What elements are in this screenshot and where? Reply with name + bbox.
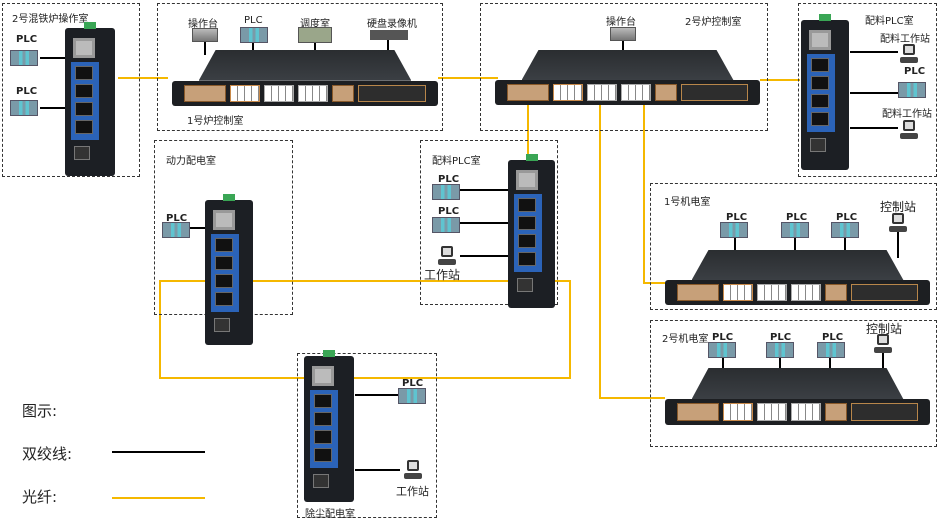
plc-icon[interactable] bbox=[898, 82, 926, 98]
room-label: 1号炉控制室 bbox=[187, 116, 244, 127]
plc-label: PLC bbox=[438, 174, 460, 185]
room-label: 除尘配电室 bbox=[305, 509, 355, 520]
room-batch-plc-mid bbox=[420, 140, 558, 305]
plc-label: PLC bbox=[904, 66, 926, 77]
industrial-switch[interactable] bbox=[508, 154, 555, 308]
control-station-label: 控制站 bbox=[880, 200, 917, 214]
plc-label: PLC bbox=[712, 332, 734, 343]
room-label: 配料PLC室 bbox=[865, 16, 914, 27]
console-icon[interactable] bbox=[192, 28, 218, 42]
workstation-icon[interactable] bbox=[438, 246, 456, 266]
plc-icon[interactable] bbox=[831, 222, 859, 238]
workstation-icon[interactable] bbox=[900, 44, 918, 64]
plc-icon[interactable] bbox=[240, 27, 268, 43]
fiber-links bbox=[118, 77, 800, 399]
plc-icon[interactable] bbox=[781, 222, 809, 238]
console-label: 操作台 bbox=[188, 19, 218, 30]
room-label: 1号机电室 bbox=[664, 197, 711, 208]
plc-label: PLC bbox=[402, 378, 424, 389]
industrial-switch[interactable] bbox=[304, 350, 354, 502]
access-switch-2[interactable] bbox=[665, 368, 930, 425]
plc-label: PLC bbox=[770, 332, 792, 343]
access-switch-1[interactable] bbox=[665, 250, 930, 305]
plc-icon[interactable] bbox=[708, 342, 736, 358]
plc-label: PLC bbox=[822, 332, 844, 343]
room-blast-furnace-op bbox=[2, 3, 140, 177]
dispatch-label: 调度室 bbox=[300, 19, 330, 30]
room-label: 配料PLC室 bbox=[432, 156, 481, 167]
control-station-label: 控制站 bbox=[866, 322, 903, 336]
plc-label: PLC bbox=[244, 15, 263, 26]
plc-icon[interactable] bbox=[162, 222, 190, 238]
plc-label: PLC bbox=[438, 206, 460, 217]
workstation-label: 工作站 bbox=[396, 485, 429, 498]
room-label: 2号机电室 bbox=[662, 334, 709, 345]
dispatch-icon[interactable] bbox=[298, 27, 332, 43]
room-electro1 bbox=[650, 183, 937, 310]
core-switch-1[interactable] bbox=[172, 50, 438, 106]
plc-icon[interactable] bbox=[720, 222, 748, 238]
industrial-switch[interactable] bbox=[205, 194, 253, 345]
plc-label: PLC bbox=[16, 34, 38, 45]
plc-icon[interactable] bbox=[10, 50, 38, 66]
console-icon[interactable] bbox=[610, 27, 636, 41]
room-furnace1-ctrl bbox=[157, 3, 443, 131]
room-label: 2号炉控制室 bbox=[685, 17, 742, 28]
industrial-switch[interactable] bbox=[801, 14, 849, 170]
legend-twisted-pair-label: 双绞线: bbox=[22, 445, 73, 463]
room-electro2 bbox=[650, 320, 937, 447]
plc-icon[interactable] bbox=[10, 100, 38, 116]
room-furnace2-ctrl bbox=[480, 3, 768, 131]
plc-label: PLC bbox=[166, 213, 188, 224]
plc-label: PLC bbox=[836, 212, 858, 223]
industrial-switch[interactable] bbox=[65, 22, 115, 176]
workstation-icon[interactable] bbox=[404, 460, 422, 480]
legend-title: 图示: bbox=[22, 402, 58, 420]
workstation-icon[interactable] bbox=[900, 120, 918, 140]
workstation-label: 配料工作站 bbox=[882, 109, 932, 120]
plc-label: PLC bbox=[726, 212, 748, 223]
legend-fiber-label: 光纤: bbox=[22, 488, 58, 506]
nvr-label: 硬盘录像机 bbox=[367, 19, 417, 30]
plc-icon[interactable] bbox=[766, 342, 794, 358]
room-batch-plc-right bbox=[798, 3, 937, 177]
workstation-label: 配料工作站 bbox=[880, 34, 930, 45]
room-dust bbox=[297, 353, 437, 518]
plc-icon[interactable] bbox=[817, 342, 845, 358]
console-label: 操作台 bbox=[606, 17, 636, 28]
plc-label: PLC bbox=[16, 86, 38, 97]
core-switch-2[interactable] bbox=[495, 50, 760, 105]
room-label: 动力配电室 bbox=[166, 156, 216, 167]
control-station-icon[interactable] bbox=[874, 334, 892, 354]
nvr-icon[interactable] bbox=[370, 30, 408, 40]
workstation-label: 工作站 bbox=[424, 268, 461, 282]
plc-icon[interactable] bbox=[398, 388, 426, 404]
plc-icon[interactable] bbox=[432, 184, 460, 200]
room-label: 2号混铁炉操作室 bbox=[12, 14, 89, 25]
plc-label: PLC bbox=[786, 212, 808, 223]
plc-icon[interactable] bbox=[432, 217, 460, 233]
control-station-icon[interactable] bbox=[889, 213, 907, 233]
